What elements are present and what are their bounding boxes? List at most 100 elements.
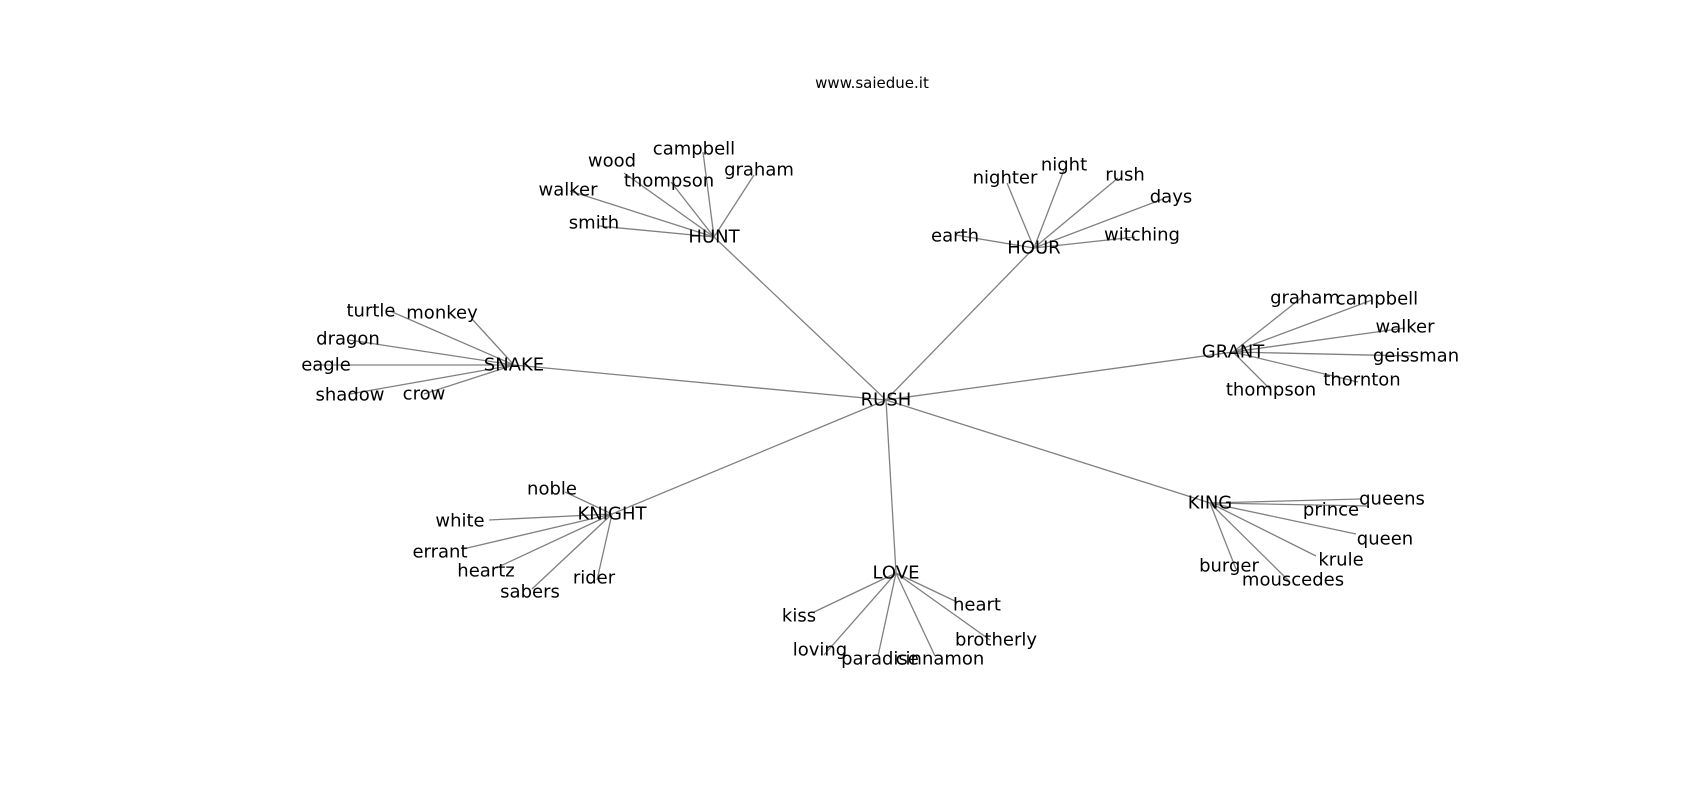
- edge-snake-dragon: [348, 339, 515, 366]
- leaf-node-king-queens: queens: [1359, 489, 1425, 510]
- edge-grant-thornton: [1232, 351, 1359, 383]
- leaf-node-knight-white: white: [435, 511, 484, 532]
- leaf-node-hunt-walker: walker: [538, 180, 598, 201]
- hub-node-hour: HOUR: [1007, 238, 1060, 259]
- edge-love-cinnamon: [895, 572, 936, 657]
- edge-knight-sabers: [531, 513, 613, 590]
- edge-knight-noble: [564, 491, 613, 515]
- edge-hour-earth: [955, 234, 1035, 249]
- leaf-node-king-prince: prince: [1303, 500, 1359, 521]
- hub-node-hunt: HUNT: [688, 227, 740, 248]
- leaf-node-king-mouscedes: mouscedes: [1242, 570, 1344, 591]
- leaf-node-love-brotherly: brotherly: [955, 630, 1037, 651]
- leaf-node-love-kiss: kiss: [782, 606, 816, 627]
- hub-node-grant: GRANT: [1202, 342, 1266, 363]
- leaf-node-snake-crow: crow: [403, 384, 446, 405]
- leaf-node-snake-shadow: shadow: [316, 385, 385, 406]
- center-node: RUSH: [861, 390, 912, 411]
- leaf-node-king-burger: burger: [1199, 556, 1259, 577]
- leaf-node-grant-walker: walker: [1375, 317, 1435, 338]
- edge-king-queen: [1209, 502, 1357, 535]
- leaf-node-knight-sabers: sabers: [500, 582, 560, 603]
- edge-love-loving: [823, 572, 897, 656]
- edge-grant-walker: [1232, 327, 1406, 353]
- edge-king-mouscedes: [1209, 502, 1290, 582]
- leaf-node-king-queen: queen: [1357, 529, 1413, 550]
- edge-hunt-graham: [713, 174, 755, 238]
- edge-center-snake: [513, 364, 887, 401]
- leaf-node-hunt-graham: graham: [724, 160, 794, 181]
- leaf-node-hour-earth: earth: [931, 226, 979, 247]
- leaf-node-hunt-thompson: thompson: [624, 171, 714, 192]
- edge-grant-geissman: [1232, 351, 1413, 357]
- edge-center-hunt: [713, 236, 887, 401]
- leaf-node-love-cinnamon: cinnamon: [896, 649, 985, 670]
- edge-hour-days: [1033, 198, 1164, 249]
- edge-hunt-wood: [623, 172, 715, 238]
- leaf-node-love-paradise: paradise: [841, 649, 919, 670]
- edge-hour-nighter: [1006, 182, 1035, 249]
- site-watermark: www.saiedue.it: [815, 74, 929, 92]
- leaf-node-love-heart: heart: [953, 595, 1001, 616]
- edge-grant-campbell: [1232, 299, 1373, 353]
- edge-hour-rush: [1033, 177, 1119, 249]
- leaf-node-hour-nighter: nighter: [973, 168, 1038, 189]
- graph-edges: [314, 151, 1413, 657]
- edge-knight-rider: [596, 513, 613, 581]
- leaf-node-knight-heartz: heartz: [457, 561, 514, 582]
- edge-center-knight: [611, 399, 887, 515]
- leaf-node-hunt-smith: smith: [569, 213, 619, 234]
- edge-center-love: [885, 399, 897, 574]
- edge-center-king: [885, 399, 1211, 504]
- leaf-node-snake-dragon: dragon: [316, 329, 380, 350]
- leaf-node-snake-turtle: turtle: [347, 301, 396, 322]
- edge-hour-witching: [1033, 236, 1136, 249]
- leaf-node-grant-campbell: campbell: [1336, 289, 1418, 310]
- edge-love-paradise: [877, 572, 897, 657]
- edge-king-burger: [1209, 502, 1237, 570]
- hub-node-knight: KNIGHT: [577, 504, 647, 525]
- leaf-node-king-krule: krule: [1318, 550, 1363, 571]
- edge-hour-night: [1033, 169, 1065, 249]
- edge-hunt-thompson: [670, 181, 715, 238]
- edge-grant-graham: [1232, 294, 1306, 353]
- edge-knight-errant: [462, 513, 613, 550]
- leaf-node-snake-eagle: eagle: [301, 355, 351, 376]
- hub-node-love: LOVE: [873, 563, 920, 584]
- edge-king-krule: [1209, 502, 1317, 557]
- edge-knight-white: [488, 513, 613, 521]
- leaf-node-grant-graham: graham: [1270, 288, 1340, 309]
- leaf-node-knight-noble: noble: [527, 479, 577, 500]
- hub-node-king: KING: [1188, 493, 1233, 514]
- edge-center-hour: [885, 247, 1035, 401]
- leaf-node-hunt-wood: wood: [588, 151, 636, 172]
- leaf-node-knight-rider: rider: [573, 568, 616, 589]
- edge-hunt-walker: [569, 190, 715, 238]
- leaf-node-grant-thornton: thornton: [1323, 370, 1400, 391]
- edge-king-prince: [1209, 502, 1369, 507]
- edge-grant-thompson: [1232, 351, 1272, 391]
- edge-snake-monkey: [471, 318, 515, 366]
- leaf-node-hunt-campbell: campbell: [653, 139, 735, 160]
- edge-knight-heartz: [495, 513, 613, 569]
- edge-snake-crow: [423, 364, 515, 395]
- leaf-node-grant-geissman: geissman: [1373, 346, 1459, 367]
- leaf-node-hour-witching: witching: [1104, 225, 1180, 246]
- leaf-node-hour-days: days: [1150, 187, 1193, 208]
- leaf-node-snake-monkey: monkey: [406, 303, 478, 324]
- edge-hunt-campbell: [702, 151, 715, 238]
- edge-love-brotherly: [895, 572, 991, 641]
- leaf-node-hour-night: night: [1041, 155, 1087, 176]
- edge-snake-shadow: [349, 364, 515, 395]
- edge-love-heart: [895, 572, 958, 603]
- leaf-node-love-loving: loving: [793, 640, 848, 661]
- edge-hunt-smith: [598, 225, 715, 238]
- leaf-node-hour-rush: rush: [1105, 165, 1145, 186]
- edge-snake-turtle: [389, 310, 515, 366]
- hub-node-snake: SNAKE: [484, 355, 544, 376]
- edge-king-queens: [1209, 498, 1362, 504]
- leaf-node-knight-errant: errant: [412, 542, 467, 563]
- edge-center-grant: [885, 351, 1234, 401]
